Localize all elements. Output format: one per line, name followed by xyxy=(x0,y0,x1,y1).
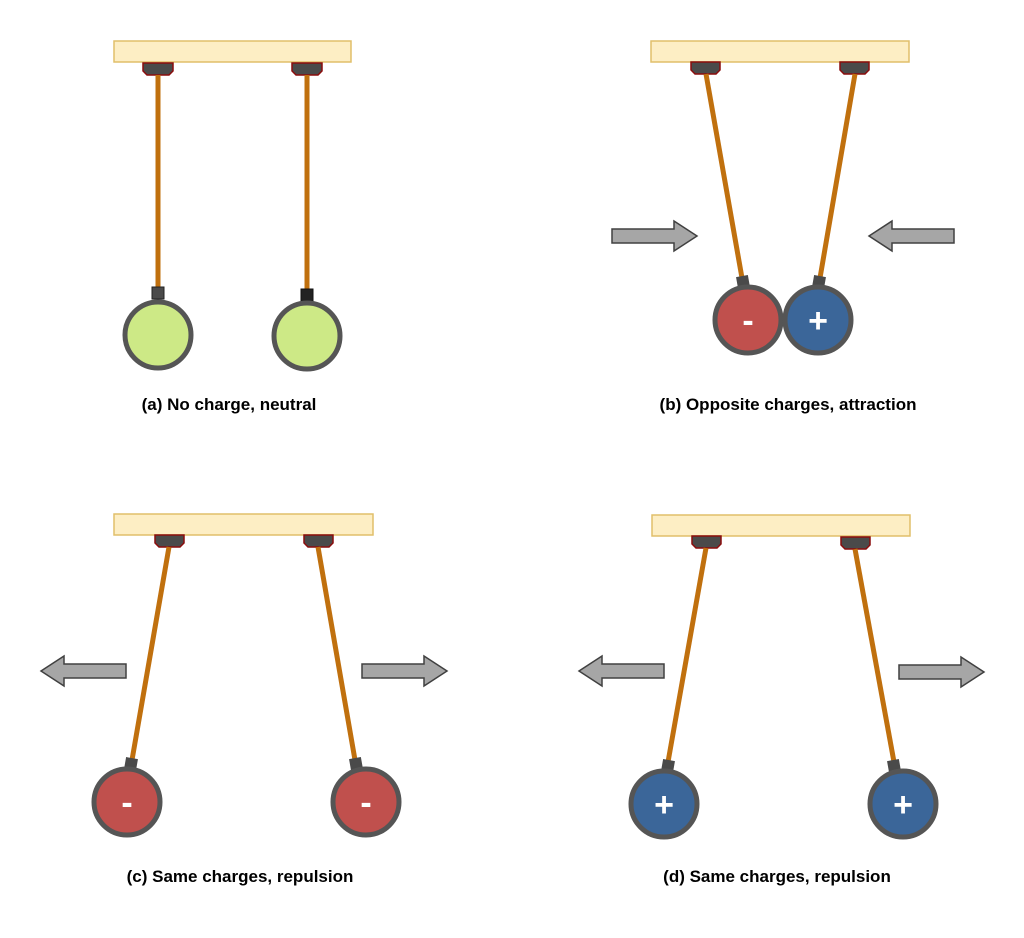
negative-ball xyxy=(712,284,784,356)
support-bar xyxy=(113,513,374,536)
minus-sign: - xyxy=(121,784,132,822)
panel-d: + + (d) Same charges, repulsion xyxy=(577,514,986,886)
panel-caption: (b) Opposite charges, attraction xyxy=(660,395,917,414)
negative-ball xyxy=(330,766,402,838)
clamp xyxy=(303,534,334,548)
panel-b: - + (b) Opposite charges, attraction xyxy=(611,40,955,414)
ball-hook xyxy=(300,288,314,302)
minus-sign: - xyxy=(742,302,753,340)
support-bar xyxy=(651,514,911,537)
arrow-left-icon xyxy=(867,219,955,253)
clamp xyxy=(154,534,185,548)
ball-hook xyxy=(151,286,165,300)
clamp xyxy=(690,61,721,75)
clamp xyxy=(840,536,871,550)
string xyxy=(703,73,745,279)
support-bar xyxy=(113,40,352,63)
arrow-right-icon xyxy=(898,655,986,689)
arrow-right-icon xyxy=(611,219,699,253)
positive-ball xyxy=(782,284,854,356)
plus-sign: + xyxy=(808,302,828,340)
support-bar xyxy=(650,40,910,63)
panel-c: - - (c) Same charges, repulsion xyxy=(39,513,449,886)
panel-caption: (a) No charge, neutral xyxy=(142,395,317,414)
arrow-right-icon xyxy=(361,654,449,688)
panel-caption: (c) Same charges, repulsion xyxy=(127,867,354,886)
string xyxy=(129,546,172,761)
panel-a: (a) No charge, neutral xyxy=(113,40,352,414)
panel-caption: (d) Same charges, repulsion xyxy=(663,867,891,886)
string xyxy=(665,547,709,763)
plus-sign: + xyxy=(893,786,913,824)
clamp xyxy=(691,535,722,549)
neutral-ball xyxy=(271,300,343,372)
clamp xyxy=(291,62,323,76)
string xyxy=(817,73,858,279)
positive-ball xyxy=(628,768,700,840)
plus-sign: + xyxy=(654,786,674,824)
clamp xyxy=(142,62,174,76)
arrow-left-icon xyxy=(577,654,665,688)
clamp xyxy=(839,61,870,75)
negative-ball xyxy=(91,766,163,838)
neutral-ball xyxy=(122,299,194,371)
string xyxy=(852,548,897,763)
string xyxy=(315,546,358,761)
positive-ball xyxy=(867,768,939,840)
arrow-left-icon xyxy=(39,654,127,688)
minus-sign: - xyxy=(360,784,371,822)
